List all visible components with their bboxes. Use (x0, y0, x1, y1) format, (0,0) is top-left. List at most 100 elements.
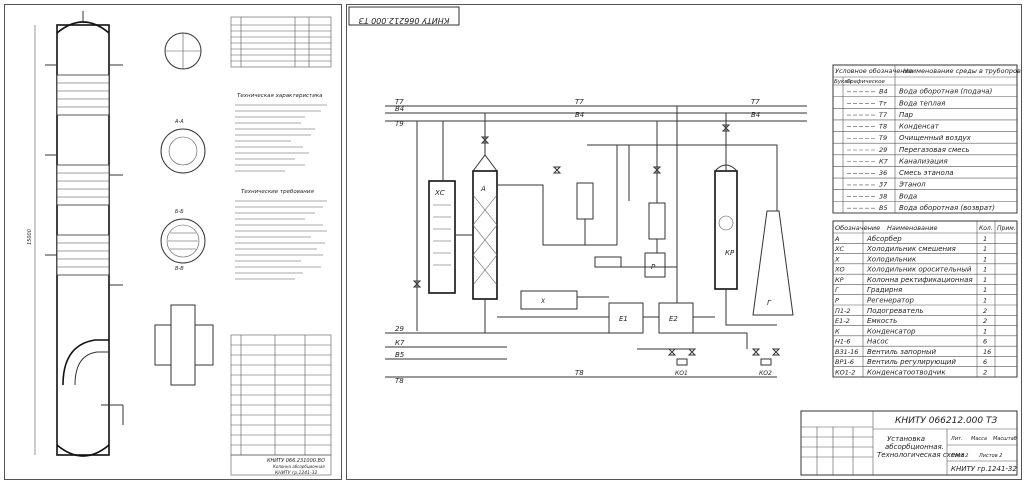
pipe-row-code: 37 (879, 181, 888, 189)
stamp-title-1: Установка (887, 435, 925, 443)
equip-row-code: Р (835, 297, 839, 305)
pipe-row-code: 29 (879, 146, 887, 154)
label-a: А (480, 185, 486, 193)
equip-row-code: ВЗ1-16 (835, 348, 858, 356)
equip-row-name: Регенератор (867, 297, 914, 305)
equip-row-code: П1-2 (835, 307, 851, 315)
stamp-col-lit: Лит. (950, 436, 963, 442)
svg-text:15000: 15000 (27, 229, 33, 245)
pipe-row-name: Вода (899, 192, 917, 200)
bottom-headers: 29 К7 В5 Т8 Т8 (385, 325, 777, 385)
tech-req-title: Технические требования (241, 189, 314, 195)
label-b4-mid: В4 (575, 111, 584, 119)
equip-row-qty: 1 (983, 245, 987, 253)
equip-row-code: ХС (834, 245, 844, 253)
label-t7-right: Т7 (751, 98, 760, 106)
pipe-row-name: Смесь этанола (899, 169, 954, 177)
pipe-row-name: Очищенный воздух (899, 134, 972, 142)
label-ko2: КО2 (759, 370, 772, 377)
pipe-row-code: К7 (879, 157, 889, 165)
equip-row-name: Конденсатор (867, 327, 916, 335)
top-code-stamp: КНИТУ 066212.000 ТЗ (359, 16, 450, 25)
process-flow-diagram: КНИТУ 066212.000 ТЗ Т7 В4 Т9 Т7 В4 Т7 В4… (348, 6, 1024, 476)
equip-row-code: КР (835, 276, 844, 284)
header-pipes: Т7 В4 Т9 Т7 В4 Т7 В4 (385, 98, 807, 128)
tech-char-title: Техническая характеристика (237, 93, 323, 99)
section-view-aa (160, 128, 206, 174)
pipe-row-name: Пар (899, 111, 914, 119)
equip-header-note: Прим. (997, 225, 1016, 232)
stamp-title-3: Технологическая схема (877, 451, 965, 459)
equip-row-name: Вентиль запорный (867, 348, 937, 356)
nozzle-table (230, 16, 332, 68)
equip-row-qty: 2 (983, 369, 987, 377)
stamp-col-mass: Масса (971, 436, 987, 442)
specification-table (230, 334, 332, 456)
left-drawing-sheet: 15000 А-А Б-Б В-В Техническая характерис… (4, 4, 342, 480)
label-xc: ХС (434, 189, 445, 197)
cooler-xc: ХС (428, 180, 456, 294)
title-block: КНИТУ 066212.000 ТЗ Установка абсорбцион… (800, 410, 1018, 476)
absorber-a: А (472, 154, 498, 300)
pipes-header-name: Наименование среды в трубопроводе (903, 67, 1021, 75)
pipe-row-code: Т9 (879, 134, 887, 142)
label-t9: Т9 (395, 120, 404, 128)
tech-char-text (235, 104, 327, 172)
equip-header-qty: Кол. (979, 225, 993, 232)
gas-inlet-elbow (62, 339, 109, 386)
label-t7: Т7 (395, 98, 404, 106)
detail-nozzle-view (170, 304, 196, 386)
heater-p2 (648, 202, 666, 240)
section-title-vv: В-В (175, 266, 184, 272)
equip-row-name: Абсорбер (866, 235, 902, 243)
equip-row-name: Вентиль регулирующий (867, 358, 956, 366)
section-view-bb (160, 218, 206, 264)
equip-row-code: К (835, 327, 840, 335)
equip-row-qty: 1 (983, 255, 987, 263)
equip-row-code: Н1-6 (835, 338, 851, 346)
steam-traps: КО1 КО2 (675, 358, 772, 377)
equip-row-name: Емкость (867, 317, 897, 325)
equip-row-qty: 1 (983, 297, 987, 305)
left-stamp-group: КНИТУ гр.1241-32 (275, 470, 317, 476)
equip-row-name: Насос (867, 338, 889, 346)
pipe-row-name: Канализация (899, 157, 948, 165)
process-piping (416, 106, 778, 350)
rect-column-kr: КР (714, 164, 738, 290)
label-e2: Е2 (669, 315, 678, 323)
column-assembly-drawing: 15000 А-А Б-Б В-В Техническая характерис… (27, 11, 332, 476)
tech-req-text (235, 200, 327, 280)
pipe-row-code: В4 (879, 88, 888, 96)
equip-row-name: Холодильник оросительный (866, 266, 972, 274)
equip-row-qty: 1 (983, 266, 987, 274)
left-title-stamp: КНИТУ 066.231000.ВО Колонна абсорбционна… (230, 454, 332, 476)
label-b4: В4 (395, 105, 404, 113)
stamp-col-scale: Масштаб (993, 436, 1017, 442)
equip-row-qty: 2 (983, 307, 987, 315)
column-top-head (56, 21, 110, 34)
stamp-sheet: Лист 2 (950, 453, 968, 459)
pipe-row-name: Вода теплая (899, 99, 945, 107)
equip-header-code: Обозначение (835, 224, 880, 232)
left-stamp-subtitle: Колонна абсорбционная (273, 464, 325, 469)
stamp-group: КНИТУ гр.1241-32 (951, 465, 1017, 473)
pipes-header-code: Условное обозначение (835, 67, 913, 75)
equip-row-name: Холодильник (866, 255, 917, 263)
equip-row-qty: 2 (983, 317, 987, 325)
equip-row-qty: 1 (983, 276, 987, 284)
condenser-k (594, 256, 622, 268)
column-bottom-head (56, 444, 110, 457)
equip-row-code: КО1-2 (835, 369, 855, 377)
section-title-aa: А-А (174, 119, 184, 125)
equip-row-name: Холодильник смешения (866, 245, 956, 253)
equip-row-code: Х (834, 255, 840, 263)
equip-row-code: Г (835, 286, 840, 294)
equip-row-name: Подогреватель (867, 307, 924, 315)
equip-row-code: ХО (834, 266, 845, 274)
label-e1: Е1 (619, 315, 628, 323)
heater-p1 (576, 182, 594, 220)
pipe-row-code: Т8 (879, 123, 887, 131)
equip-row-qty: 6 (983, 358, 987, 366)
